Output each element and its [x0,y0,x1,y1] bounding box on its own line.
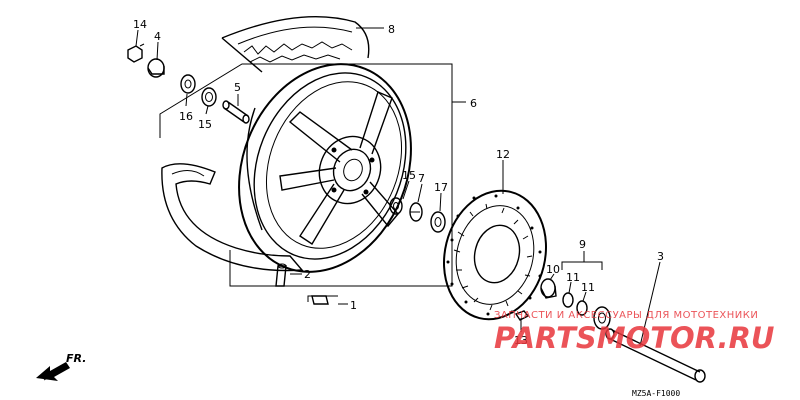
wheel-hub [318,135,382,205]
seal-15-right [389,197,403,215]
callout-5: 5 [234,81,241,94]
callout-1: 1 [350,299,357,312]
callout-4: 4 [154,30,161,43]
collar-4 [147,58,165,78]
callout-7: 7 [418,172,425,185]
front-direction-label: FR. [66,352,86,365]
bearing-16 [180,74,196,94]
disc-bolt-13 [514,310,530,321]
wheel-spokes [279,91,399,245]
callout-14: 14 [133,18,147,31]
bearing-9 [593,306,611,330]
callout-15-left: 15 [198,118,212,131]
callout-2: 2 [304,268,311,281]
brake-disc-12 [443,189,547,321]
collar-10 [540,278,557,299]
watermark-brand: PARTSMOTOR.RU [494,321,774,355]
callout-8: 8 [388,23,395,36]
leader-lines [135,27,661,347]
callout-10: 10 [546,263,560,276]
bolt-14 [127,43,145,63]
callout-16: 16 [179,110,193,123]
callout-13: 13 [514,334,528,347]
seal-11-b [576,300,588,316]
spacer-5 [222,100,250,124]
callout-17: 17 [434,181,448,194]
tire-lower [161,163,304,272]
wheel-rim [238,63,412,273]
callout-9: 9 [579,238,586,251]
diagram-code: MZ5A-F1000 [632,389,680,398]
callout-15-right: 15 [402,169,416,182]
retainer-7 [409,202,423,222]
callout-numbers: 14 4 8 5 6 16 15 15 7 17 12 2 1 9 10 11 … [133,18,664,347]
callout-11-b: 11 [581,281,595,294]
seal-11-a [562,292,574,308]
callout-12: 12 [496,148,510,161]
weight-1 [311,295,329,305]
assembly-brackets [159,63,603,302]
watermark: ЗАПЧАСТИ И АКСЕССУАРЫ ДЛЯ МОТОТЕХНИКИ PA… [494,310,774,355]
axle-3 [605,328,706,383]
watermark-tagline: ЗАПЧАСТИ И АКСЕССУАРЫ ДЛЯ МОТОТЕХНИКИ [494,310,758,321]
tire-upper [221,15,370,73]
front-direction-arrow-icon [36,362,70,381]
callout-6: 6 [470,97,477,110]
callout-3: 3 [657,250,664,263]
valve-2 [275,263,287,287]
callout-11-a: 11 [566,271,580,284]
bearing-17 [430,211,446,233]
seal-15-left [201,87,217,107]
